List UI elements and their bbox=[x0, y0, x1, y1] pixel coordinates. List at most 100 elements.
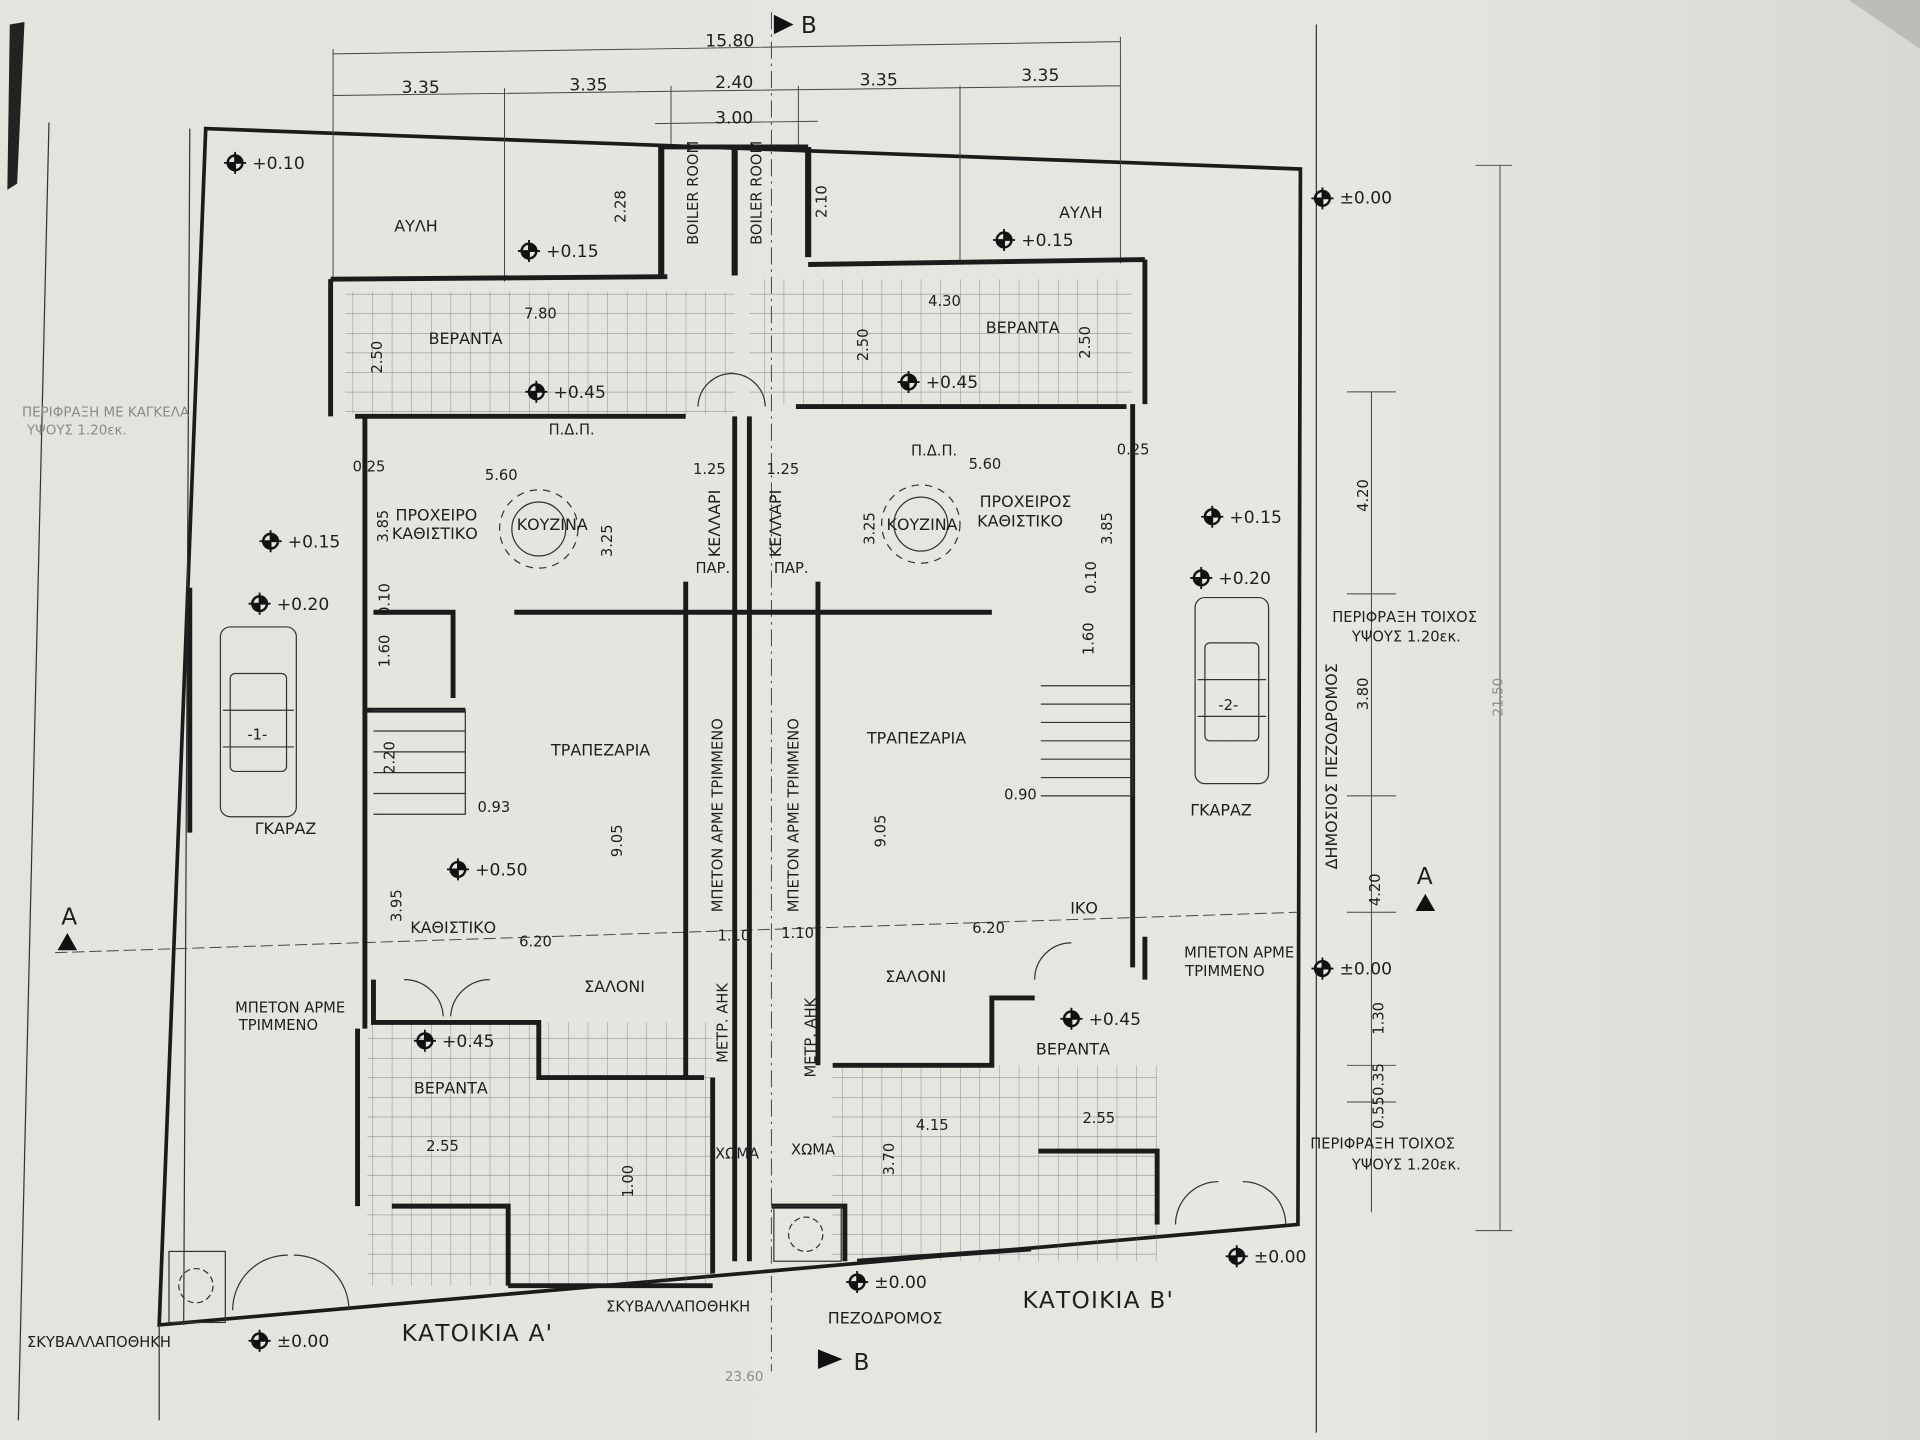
plan-label: 2.50 bbox=[369, 341, 386, 374]
plan-label: ±0.00 bbox=[1340, 188, 1392, 208]
plan-label: ΒΕΡΑΝΤΑ bbox=[414, 1078, 488, 1097]
plan-label: +0.10 bbox=[252, 154, 304, 174]
plan-label: 5.60 bbox=[485, 467, 518, 484]
plan-label: 3.95 bbox=[389, 889, 406, 922]
plan-label: 3.35 bbox=[402, 78, 440, 98]
section-mark-a-left: A bbox=[57, 903, 78, 951]
plan-label: 1.10 bbox=[718, 927, 751, 944]
plan-label: 2.50 bbox=[855, 329, 872, 362]
plan-label: ΥΨΟΥΣ 1.20εκ. bbox=[1351, 1156, 1461, 1173]
bin-store-icon bbox=[168, 1205, 842, 1324]
plan-label: 4.20 bbox=[1355, 479, 1372, 512]
plan-label: ΒΕΡΑΝΤΑ bbox=[986, 318, 1060, 337]
plan-label: ΤΡΙΜΜΕΝΟ bbox=[238, 1017, 318, 1034]
plan-label: ΠΕΡΙΦΡΑΞΗ ΤΟΙΧΟΣ bbox=[1310, 1136, 1455, 1153]
plan-label: 3.35 bbox=[1021, 66, 1059, 86]
plan-label: 0.10 bbox=[1083, 561, 1100, 594]
plot-boundary bbox=[157, 126, 1303, 1327]
plan-label: ΚΑΘΙΣΤΙΚΟ bbox=[410, 918, 496, 937]
plan-label: ΜΠΕΤΟΝ ΑΡΜΕ bbox=[1184, 945, 1294, 962]
plan-label: ΙΚΟ bbox=[1070, 898, 1098, 917]
plan-label: 4.20 bbox=[1367, 873, 1384, 906]
plan-label: 1.30 bbox=[1371, 1002, 1388, 1035]
plan-label: ΧΩΜΑ bbox=[791, 1142, 835, 1159]
dining-table-a-icon bbox=[498, 489, 579, 569]
plan-label: ΚΑΘΙΣΤΙΚΟ bbox=[392, 524, 478, 543]
plan-label: A bbox=[1417, 863, 1434, 890]
plan-label: ΚΕΛΛΑΡΙ bbox=[705, 490, 724, 557]
plan-label: +0.45 bbox=[1089, 1010, 1141, 1030]
plan-label: 2.50 bbox=[1077, 326, 1094, 359]
elevation-markers: +0.10 +0.15 +0.15 ±0.00 +0.45 +0.45 +0.1… bbox=[222, 150, 1392, 1354]
plan-label: -1- bbox=[247, 727, 267, 744]
plan-label: 3.00 bbox=[715, 109, 753, 129]
plan-label: +0.15 bbox=[1021, 231, 1073, 251]
plan-label: 1.25 bbox=[693, 461, 726, 478]
plan-label: 3.25 bbox=[599, 524, 616, 557]
plan-label: BOILER ROOM bbox=[749, 141, 766, 245]
car-2-icon bbox=[1194, 596, 1270, 785]
plan-label: B bbox=[853, 1349, 870, 1376]
plan-label: ΣΑΛΟΝΙ bbox=[584, 977, 645, 996]
plan-label: 6.20 bbox=[972, 920, 1005, 937]
plan-label: 4.15 bbox=[916, 1117, 949, 1134]
plan-label: ΣΚΥΒΑΛΛΑΠΟΘΗΚΗ bbox=[606, 1298, 750, 1315]
plan-label: 0.10 bbox=[376, 583, 393, 616]
street-label: ΠΕΖΟΔΡΟΜΟΣ bbox=[828, 1309, 943, 1328]
plan-label: 9.05 bbox=[872, 815, 889, 848]
car-1-icon bbox=[219, 626, 297, 818]
plan-label: +0.15 bbox=[1229, 508, 1281, 528]
plan-label: -2- bbox=[1218, 697, 1238, 714]
plan-label: 2.40 bbox=[715, 73, 753, 93]
plan-label: 15.80 bbox=[705, 32, 754, 52]
section-mark-b-top: B bbox=[773, 12, 817, 39]
plan-label: Π.Δ.Π. bbox=[911, 443, 957, 460]
plan-label: A bbox=[61, 903, 78, 930]
plan-label: 0.35 bbox=[1371, 1063, 1388, 1096]
plan-label: +0.45 bbox=[442, 1032, 494, 1052]
plan-label: ΒΕΡΑΝΤΑ bbox=[1036, 1039, 1110, 1058]
plan-label: 3.85 bbox=[375, 510, 392, 543]
house-b-title: ΚΑΤΟΙΚΙΑ Β' bbox=[1022, 1287, 1174, 1314]
section-mark-b-bottom: B bbox=[817, 1349, 870, 1376]
plan-label: ±0.00 bbox=[1340, 960, 1392, 980]
plan-label: 1.25 bbox=[767, 461, 800, 478]
plan-label: 21.50 bbox=[1491, 678, 1506, 717]
plan-label: 0.93 bbox=[478, 799, 511, 816]
plan-label: 1.10 bbox=[781, 925, 814, 942]
plan-label: +0.45 bbox=[553, 383, 605, 403]
plan-label: 2.55 bbox=[426, 1138, 459, 1155]
plan-label: ΚΟΥΖΙΝΑ bbox=[517, 515, 588, 534]
plan-label: ΥΨΟΥΣ 1.20εκ. bbox=[1351, 629, 1461, 646]
doors bbox=[232, 372, 1287, 1311]
plan-label: +0.20 bbox=[1218, 569, 1270, 589]
plan-label: ΠΑΡ. bbox=[696, 560, 731, 577]
plan-label: 3.35 bbox=[860, 71, 898, 91]
veranda-back-b-tiles bbox=[749, 279, 1132, 405]
plan-label: ΠΕΡΙΦΡΑΞΗ ΤΟΙΧΟΣ bbox=[1332, 609, 1477, 626]
section-mark-a-right: A bbox=[1415, 863, 1436, 912]
plan-label: ΠΑΡ. bbox=[774, 560, 809, 577]
dimension-lines bbox=[55, 12, 1513, 1372]
plan-label: 9.05 bbox=[609, 824, 626, 857]
plan-label: 1.60 bbox=[376, 635, 393, 668]
plan-label: ΒΕΡΑΝΤΑ bbox=[429, 329, 503, 348]
boundary-guides bbox=[17, 24, 1317, 1433]
plan-label: +0.15 bbox=[546, 242, 598, 262]
plan-label: +0.15 bbox=[288, 532, 340, 552]
binding-mark bbox=[7, 22, 25, 190]
plan-label: ΠΡΟΧΕΙΡΟ bbox=[396, 505, 478, 524]
stairs bbox=[373, 685, 1134, 815]
plan-label: ΠΡΟΧΕΙΡΟΣ bbox=[980, 492, 1072, 511]
plan-label: BOILER ROOM bbox=[685, 141, 702, 245]
plan-label: ΜΕΤΡ. ΑΗΚ bbox=[803, 997, 820, 1077]
veranda-back-a-tiles bbox=[345, 291, 735, 414]
plan-label: ΧΩΜΑ bbox=[715, 1145, 759, 1162]
plan-label: ΣΑΛΟΝΙ bbox=[885, 967, 946, 986]
plan-label: 3.35 bbox=[569, 76, 607, 96]
plan-label: Π.Δ.Π. bbox=[549, 422, 595, 439]
plan-label: ΣΚΥΒΑΛΛΑΠΟΘΗΚΗ bbox=[27, 1334, 171, 1351]
walls bbox=[187, 144, 1160, 1289]
plan-label: ΓΚΑΡΑΖ bbox=[1190, 801, 1252, 820]
